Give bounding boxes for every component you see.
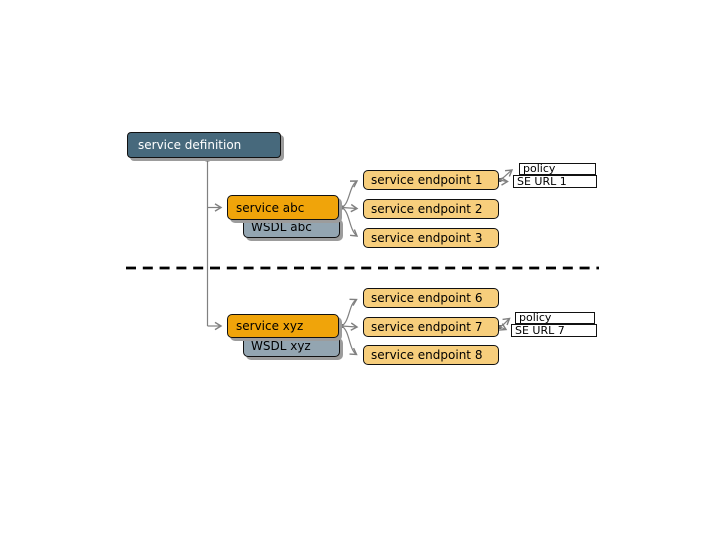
node-se-url-abc: SE URL 1: [513, 175, 597, 188]
node-service-endpoint-7: service endpoint 7: [363, 317, 499, 337]
connector-xyz-endpoint-7: [341, 322, 359, 331]
node-wsdl-xyz: WSDL xyz: [243, 335, 340, 357]
connector-abc-endpoint-2: [341, 203, 359, 213]
node-se-url-xyz: SE URL 7: [511, 324, 597, 337]
endpoint-1-junction-dot: [497, 178, 502, 182]
node-service-abc: service abc: [227, 195, 339, 220]
node-service-endpoint-1: service endpoint 1: [363, 170, 499, 190]
connector-abc-endpoint-1: [341, 180, 359, 209]
node-service-endpoint-6: service endpoint 6: [363, 288, 499, 308]
connector-endpoint1-policy: [499, 169, 514, 181]
node-service-definition: service definition: [127, 132, 281, 158]
node-service-endpoint-3: service endpoint 3: [363, 228, 499, 248]
node-service-endpoint-2: service endpoint 2: [363, 199, 499, 219]
trunk-junction-dot: [205, 157, 210, 162]
node-policy-xyz: policy: [515, 312, 595, 324]
node-policy-abc: policy: [519, 163, 596, 175]
node-service-xyz: service xyz: [227, 314, 339, 338]
connector-abc-endpoint-3: [341, 206, 359, 237]
connector-endpoint7-policy: [499, 317, 511, 328]
connector-xyz-endpoint-8: [341, 325, 358, 356]
connector-endpoint7-seurl: [498, 323, 508, 331]
connector-xyz-endpoint-6: [341, 298, 358, 327]
connector-endpoint1-seurl: [499, 177, 509, 186]
node-service-endpoint-8: service endpoint 8: [363, 345, 499, 365]
